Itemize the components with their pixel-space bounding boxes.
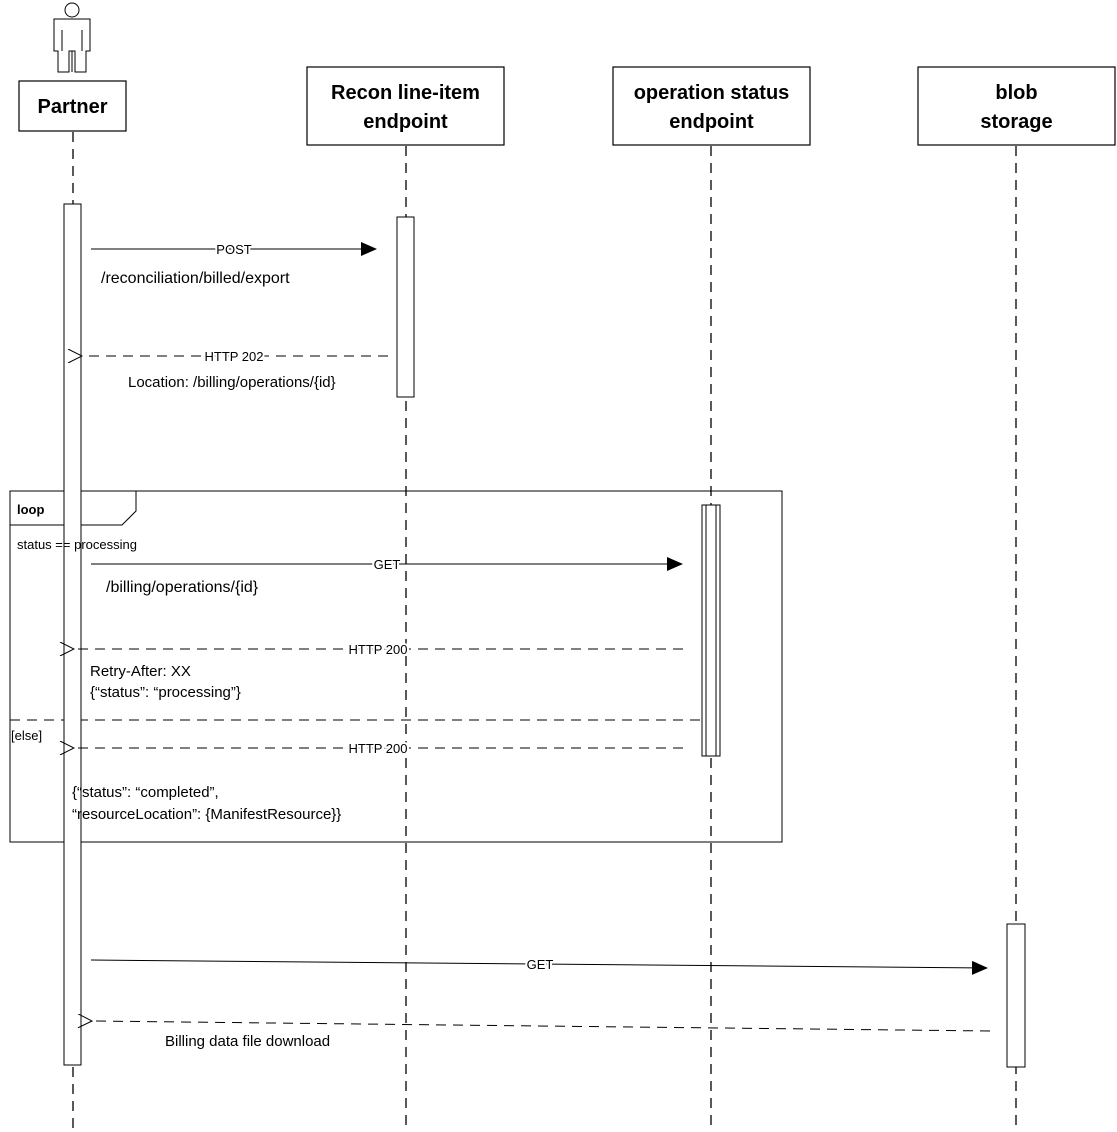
participant-recon-endpoint: Recon line-item endpoint [306,66,505,146]
message-get-blob: GET [90,955,988,975]
participant-partner-label: Partner [37,96,107,118]
message-http200-processing-label: HTTP 200 [348,642,407,657]
message-post-path: /reconciliation/billed/export [101,270,290,287]
participant-recon-label-line1: Recon line-item [331,82,480,104]
message-get-status: GET /billing/operations/{id} [91,555,683,596]
loop-title: loop [17,502,44,517]
message-status-processing: {“status”: “processing”} [90,684,241,701]
message-http200-completed: HTTP 200 {“status”: “completed”, “resour… [72,739,683,823]
message-status-completed: {“status”: “completed”, [72,784,219,801]
loop-guard: status == processing [17,537,137,552]
message-get-blob-label: GET [527,957,554,972]
activation-operation-status-inner [705,504,717,757]
participant-opstatus-label-line1: operation status [634,82,790,104]
message-http202-location: Location: /billing/operations/{id} [128,374,336,391]
message-get-status-label: GET [374,557,401,572]
participant-operation-status: operation status endpoint [612,66,811,146]
message-post-label: POST [216,242,251,257]
actor-icon [53,2,91,73]
message-post: POST /reconciliation/billed/export [91,240,377,287]
message-resource-location: “resourceLocation”: {ManifestResource}} [72,806,341,823]
message-http202-label: HTTP 202 [204,349,263,364]
activation-blob-storage [1006,923,1026,1068]
message-get-status-path: /billing/operations/{id} [106,579,259,596]
participant-opstatus-label-line2: endpoint [669,111,754,133]
participant-blob-label-line1: blob [995,82,1037,104]
message-http202: HTTP 202 Location: /billing/operations/{… [82,347,388,391]
participant-blob-label-line2: storage [980,111,1052,133]
else-label: [else] [11,728,42,743]
participant-recon-label-line2: endpoint [363,111,448,133]
message-download: Billing data file download [92,1021,991,1050]
message-http200-completed-label: HTTP 200 [348,741,407,756]
message-download-label: Billing data file download [165,1033,330,1050]
activation-recon-endpoint [396,216,415,398]
participant-blob-storage: blob storage [917,66,1116,146]
participant-partner: Partner [18,80,127,132]
message-http200-processing: HTTP 200 Retry-After: XX {“status”: “pro… [74,640,683,701]
activation-partner [63,203,82,1066]
message-retry-after: Retry-After: XX [90,663,191,680]
